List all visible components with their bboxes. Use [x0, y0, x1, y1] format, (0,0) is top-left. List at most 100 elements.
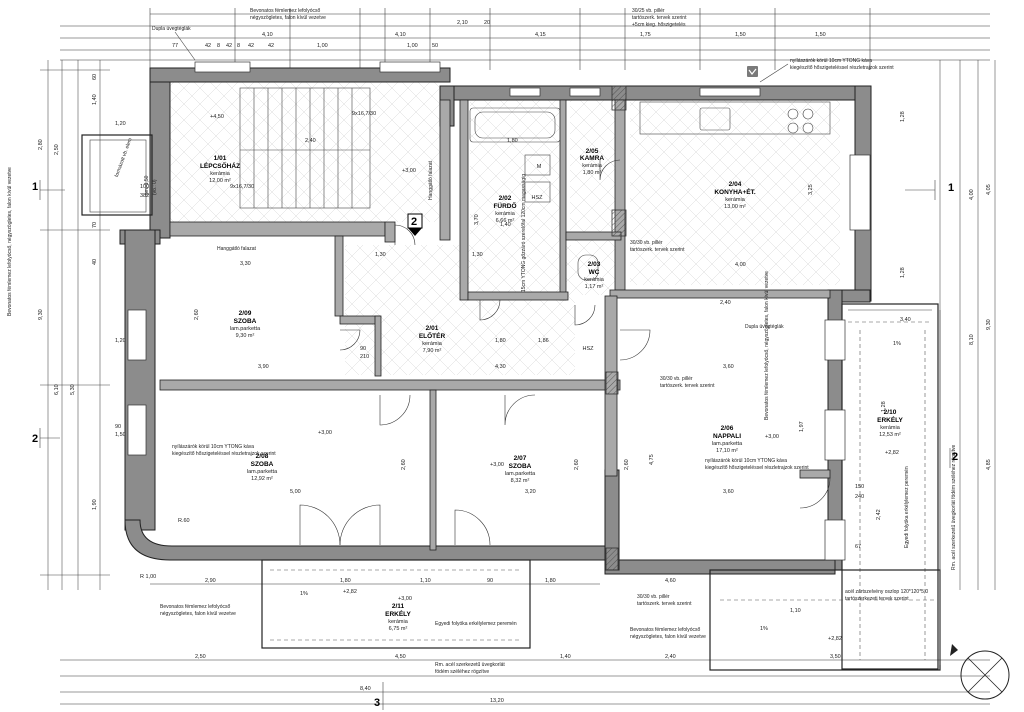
room-area: 13,00 m²: [724, 204, 746, 210]
interior-walls: [159, 99, 831, 551]
dim-bottom-2: 1,40: [560, 654, 571, 660]
dim-inner-12: 4,00: [735, 262, 746, 268]
room-code: 2/02: [499, 195, 512, 202]
dim-bottom-1: 4,50: [395, 654, 406, 660]
stair-label-1: 9x16,7/30: [352, 111, 376, 117]
dim-right-2: 8,10: [969, 334, 975, 345]
check-icon: [747, 66, 758, 77]
room-name: ERKÉLY: [385, 609, 411, 618]
note-egyedi-bottom: Egyedi folyóka erkélylemez peremén: [435, 621, 517, 627]
dim-right-3: 9,30: [986, 319, 992, 330]
balcony-right: [709, 303, 941, 671]
note-rm-acel-right: Rm. acél szerkezetű üvegkorlát födém szé…: [951, 444, 957, 570]
section-3: 3: [374, 697, 380, 709]
box-vo-label: (vö.: 0): [152, 179, 158, 195]
room-2-02: 2/02 FÜRDŐ kerámia 6,66 m²: [493, 195, 516, 224]
dim-inner-21: 3,70: [474, 214, 480, 225]
balcony-bottom: [261, 559, 531, 649]
room-name: WC: [589, 269, 600, 276]
ref-r060: R.60: [178, 518, 190, 524]
level-7: +2,82: [885, 450, 899, 456]
dim-inner-16: 3,60: [723, 489, 734, 495]
room-name: SZOBA: [234, 318, 257, 325]
dim-inner-31: 1%: [760, 626, 768, 632]
compass-icon: [950, 644, 1010, 700]
dim-inner-24: 1,10: [790, 608, 801, 614]
room-2-01: 2/01 ELŐTÉR kerámia 7,90 m²: [419, 325, 446, 354]
box-pm-label: pm. 1,50: [144, 175, 150, 195]
note-pillar-b-1: 30/30 vb. pillér: [637, 594, 670, 600]
dim-inner-2: 1,80: [507, 138, 518, 144]
room-floor: kerámia: [582, 163, 603, 169]
box-label-1: 100: [140, 184, 149, 190]
dim-right-6: 1,28: [900, 267, 906, 278]
room-floor: lam.parketta: [247, 469, 278, 475]
room-area: 1,17 m²: [585, 284, 604, 290]
dim-top-6: 77: [172, 43, 178, 49]
note-rm-acel-2: födém széléhez rögzítve: [435, 669, 489, 675]
dim-top-13: 1,00: [317, 43, 328, 49]
room-name: NAPPALI: [713, 433, 741, 440]
dim-left-2: 9,30: [38, 309, 44, 320]
room-2-05: 2/05 KAMRA kerámia 1,80 m²: [580, 148, 604, 176]
note-acel-oszlop-2: tartószerkezeti tervek szerint: [845, 596, 909, 602]
room-name: KAMRA: [580, 155, 604, 162]
level-markers: +4,50 +3,00 +3,00 +3,00 +3,00 +3,00 +2,8…: [210, 114, 899, 642]
dim-inner-13: 3,60: [723, 364, 734, 370]
room-name: ELŐTÉR: [419, 331, 446, 340]
level-1: +3,00: [402, 168, 416, 174]
note-ytong-wall: 15cm YTONG gőzzáró szerelőfal 120cm maga…: [521, 174, 527, 292]
dim-inner-34: 67: [855, 544, 861, 550]
dim-top-3: 1,75: [640, 32, 651, 38]
room-code: 2/07: [514, 455, 527, 462]
dim-top-1: 4,10: [395, 32, 406, 38]
note-pillar-b-2: tartószerk. tervek szerint: [637, 601, 692, 607]
dim-inner-33: 240: [855, 494, 864, 500]
annotations: Dupla üvegtéglák Bevonatos fémlemez lefo…: [7, 8, 957, 675]
windows: [127, 61, 871, 561]
section-1-right: 1: [948, 182, 954, 194]
dim-inner-29: 1%: [300, 591, 308, 597]
level-5: +3,00: [398, 596, 412, 602]
dim-inner-11: 3,90: [258, 364, 269, 370]
room-code: 2/10: [884, 409, 897, 416]
level-0: +4,50: [210, 114, 224, 120]
room-code: 2/04: [729, 181, 742, 188]
note-pillar-c-1: 30/30 vb. pillér: [660, 376, 693, 382]
svg-text:M: M: [537, 164, 542, 170]
level-3: +3,00: [490, 462, 504, 468]
section-2-right: 2: [952, 451, 958, 463]
top-left-box: 100 382 pm. 1,50 (vö.: 0): [81, 134, 158, 216]
dim-inner-8: 2,40: [720, 300, 731, 306]
dimensions-bottom: 2,50 4,50 1,40 2,40 3,50 8,40 13,20 2,90…: [60, 578, 990, 705]
dim-right-1: 4,00: [969, 189, 975, 200]
section-1-left: 1: [32, 181, 38, 193]
dim-bottom-8: 1,80: [340, 578, 351, 584]
dim-left-5: 1,90: [92, 499, 98, 510]
room-2-03: 2/03 WC kerámia 1,17 m²: [584, 261, 605, 290]
level-6: +2,82: [343, 589, 357, 595]
dim-inner-10: 1,86: [538, 338, 549, 344]
room-area: 12,00 m²: [209, 178, 231, 184]
dim-left-12: 1,50: [115, 432, 126, 438]
dim-left-10: 70: [92, 222, 98, 228]
dim-inner-22: 4,75: [649, 454, 655, 465]
dim-inner-0: 1,20: [115, 121, 126, 127]
note-bevonatos-top2: négyszögletes, falon kívül vezetve: [250, 15, 326, 21]
dim-top-2: 4,15: [535, 32, 546, 38]
dim-top-12: 42: [268, 43, 274, 49]
room-2-10: 2/10 ERKÉLY kerámia 12,53 m²: [877, 409, 903, 438]
dim-bottom-9: 1,10: [420, 578, 431, 584]
level-4: +3,00: [765, 434, 779, 440]
tile-areas: [160, 82, 840, 375]
fixtures: M HSZ HSZ: [469, 101, 831, 352]
room-floor: lam.parketta: [230, 326, 261, 332]
dim-top-4: 1,50: [735, 32, 746, 38]
room-area: 17,10 m²: [716, 448, 738, 454]
dim-left-0: 2,80: [38, 139, 44, 150]
room-code: 2/08: [256, 453, 269, 460]
dim-left-9: 1,20: [115, 338, 126, 344]
dim-top-9: 42: [226, 43, 232, 49]
pillars: [605, 85, 627, 571]
